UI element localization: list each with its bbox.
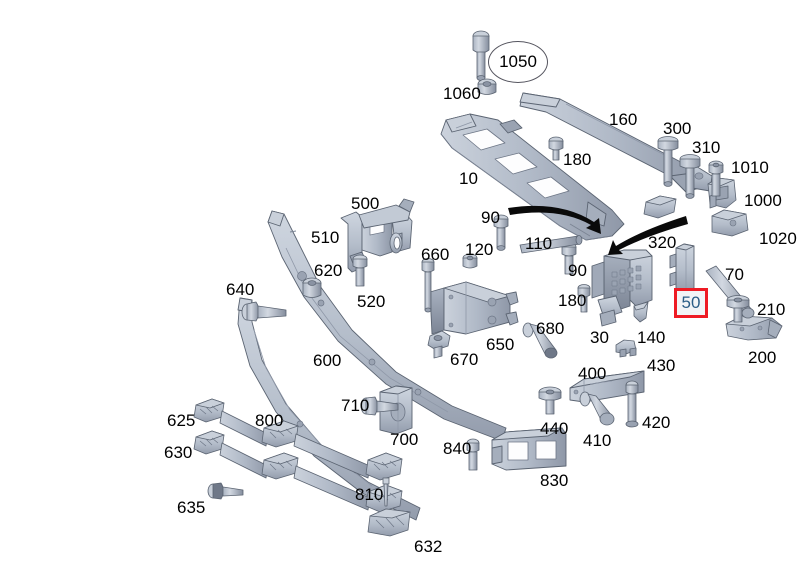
callout-320-15[interactable]: 320 xyxy=(648,233,677,252)
callout-90-17[interactable]: 90 xyxy=(568,261,587,280)
part-830-bracket xyxy=(491,427,567,471)
bolt-640 xyxy=(241,301,287,322)
callout-635-43[interactable]: 635 xyxy=(177,498,206,517)
callout-310-3[interactable]: 310 xyxy=(692,138,721,157)
callout-520-20[interactable]: 520 xyxy=(357,292,386,311)
callout-600-26[interactable]: 600 xyxy=(313,351,342,370)
callout-30-24[interactable]: 30 xyxy=(590,328,609,347)
callout-640-19[interactable]: 640 xyxy=(226,280,255,299)
part-632-block xyxy=(367,508,411,537)
callout-70-18[interactable]: 70 xyxy=(725,265,744,284)
callout-210-22[interactable]: 210 xyxy=(757,300,786,319)
washer-510 xyxy=(389,232,403,254)
bolt-210 xyxy=(726,295,750,323)
part-140-clip xyxy=(633,301,649,323)
bolt-90-upper xyxy=(493,214,509,251)
nut-620 xyxy=(302,277,322,298)
callout-700-39[interactable]: 700 xyxy=(390,430,419,449)
bolt-300 xyxy=(657,136,679,187)
callout-1020-11[interactable]: 1020 xyxy=(759,229,797,248)
part-30-center-housing xyxy=(591,249,653,327)
bolt-180-mid xyxy=(577,284,591,313)
clip-430 xyxy=(615,339,637,358)
bolt-420 xyxy=(625,380,639,428)
bolt-1010 xyxy=(708,160,724,197)
callout-500-8[interactable]: 500 xyxy=(351,194,380,213)
callout-710-32[interactable]: 710 xyxy=(341,396,370,415)
callout-420-35[interactable]: 420 xyxy=(642,413,671,432)
callout-200-29[interactable]: 200 xyxy=(748,348,777,367)
assembly-arrows xyxy=(508,205,688,255)
callout-400-31[interactable]: 400 xyxy=(578,364,607,383)
nut-120 xyxy=(462,253,478,269)
callout-620-16[interactable]: 620 xyxy=(314,261,343,280)
callout-1060-0[interactable]: 1060 xyxy=(443,84,481,103)
bolt-520 xyxy=(352,254,368,287)
callout-180-21[interactable]: 180 xyxy=(558,291,587,310)
callout-440-36[interactable]: 440 xyxy=(540,419,569,438)
callout-1000-7[interactable]: 1000 xyxy=(744,191,782,210)
fasteners xyxy=(207,30,755,507)
part-50-bracket xyxy=(669,243,695,293)
bolt-710 xyxy=(360,396,399,416)
callout-680-23[interactable]: 680 xyxy=(536,319,565,338)
nut-1060 xyxy=(477,78,497,95)
rod-110 xyxy=(519,235,583,254)
callout-90-9[interactable]: 90 xyxy=(481,208,500,227)
callout-830-41[interactable]: 830 xyxy=(540,471,569,490)
bolt-410 xyxy=(579,391,615,426)
callout-510-10[interactable]: 510 xyxy=(311,228,340,247)
pin-810 xyxy=(382,477,390,507)
part-800-rail-right xyxy=(193,430,403,513)
bolt-635 xyxy=(207,482,244,500)
callout-670-28[interactable]: 670 xyxy=(450,350,479,369)
callout-430-30[interactable]: 430 xyxy=(647,356,676,375)
bolt-180-upper xyxy=(548,136,564,161)
callout-810-42[interactable]: 810 xyxy=(355,485,384,504)
bolt-310 xyxy=(679,154,701,199)
clip-670 xyxy=(427,330,451,359)
bolt-440 xyxy=(538,386,562,415)
callout-180-5[interactable]: 180 xyxy=(563,150,592,169)
callout-650-27[interactable]: 650 xyxy=(486,335,515,354)
callout-632-44[interactable]: 632 xyxy=(414,537,443,556)
callout-410-37[interactable]: 410 xyxy=(583,431,612,450)
callout-840-40[interactable]: 840 xyxy=(443,439,472,458)
bolt-840 xyxy=(466,438,480,471)
ellipse-callout-1050[interactable]: 1050 xyxy=(488,41,548,83)
part-320-top-clip xyxy=(643,195,677,219)
callout-160-1[interactable]: 160 xyxy=(609,110,638,129)
callout-110-14[interactable]: 110 xyxy=(525,234,553,253)
highlighted-part-number-50[interactable]: 50 xyxy=(674,288,708,318)
callout-120-13[interactable]: 120 xyxy=(465,240,494,259)
part-1020-bracket xyxy=(711,209,749,237)
callout-660-12[interactable]: 660 xyxy=(421,245,450,264)
callout-800-34[interactable]: 800 xyxy=(255,411,284,430)
callout-10-6[interactable]: 10 xyxy=(459,169,478,188)
bolt-680 xyxy=(522,322,558,359)
part-650-bracket xyxy=(429,281,519,335)
callout-625-33[interactable]: 625 xyxy=(167,411,196,430)
callout-630-38[interactable]: 630 xyxy=(164,443,193,462)
part-group-upper-beam xyxy=(519,92,713,193)
part-800-rail-left xyxy=(193,398,403,481)
callout-1010-4[interactable]: 1010 xyxy=(731,158,769,177)
callout-140-25[interactable]: 140 xyxy=(637,328,666,347)
callout-300-2[interactable]: 300 xyxy=(663,119,692,138)
bolt-660 xyxy=(421,258,435,313)
bolt-1050 xyxy=(472,30,490,81)
part-10-front-carrier xyxy=(440,113,625,241)
